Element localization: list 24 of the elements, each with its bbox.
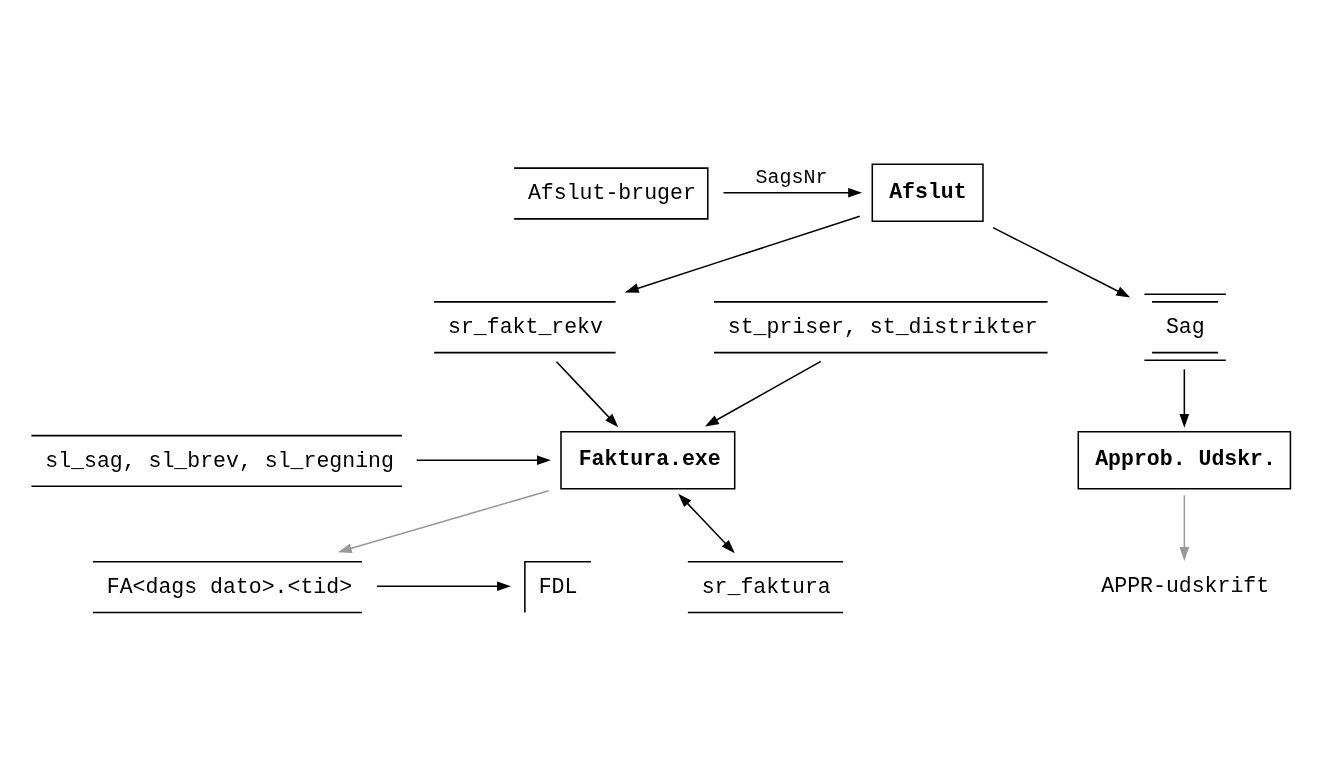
arrow [678,493,735,554]
arrow [722,187,863,198]
node-text: st_priser, st_distrikter [727,314,1038,339]
node-text: sr_fakt_rekv [448,314,603,339]
node-text: Sag [1165,314,1205,339]
node-text: FDL [538,574,578,599]
node-box: Approb. Udskr. [1077,431,1292,490]
arrow [992,226,1131,298]
node-text: APPR-udskrift [1101,573,1270,598]
arrow [376,581,511,592]
edge-label: SagsNr [755,165,828,189]
arrow [337,489,550,553]
arrow [1179,368,1190,428]
node-text: FA<dags dato>.<tid> [106,574,353,599]
node-text: sl_sag, sl_brev, sl_regning [45,448,394,473]
node-box: Faktura.exe [560,431,736,490]
arrow [415,455,551,466]
arrow [1179,494,1190,561]
node-text: Afslut-bruger [527,181,696,206]
arrow [704,360,822,427]
arrow [624,215,861,293]
node-text: sr_faktura [701,574,831,599]
node-box: Afslut [871,163,984,222]
arrow [555,360,619,428]
